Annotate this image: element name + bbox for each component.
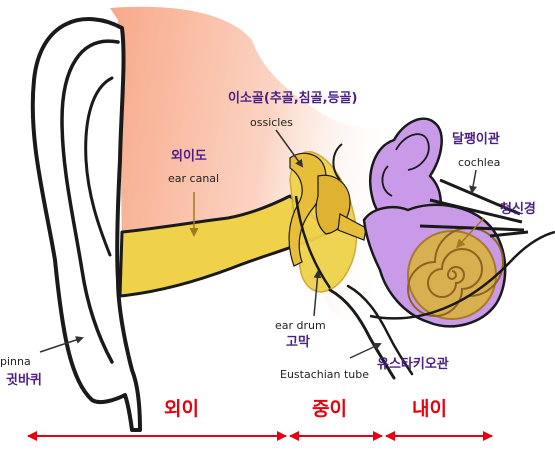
skull-outline-right <box>369 230 555 320</box>
cochlea-spiral <box>407 227 504 317</box>
ossicles-label-korean: 이소골(추골,침골,등골) <box>228 91 358 106</box>
ear-canal-label-korean: 외이도 <box>171 149 207 164</box>
pinna-outline <box>30 17 142 432</box>
arrow-ear-drum <box>313 270 322 317</box>
auditory-nerve-1 <box>439 178 521 216</box>
ear-drum-label-korean: 고막 <box>286 335 310 350</box>
arrow-eustachian <box>349 342 382 359</box>
eustachian-tube-label: Eustachian tube <box>280 368 370 381</box>
middle-ear-section-label: 중이 <box>312 398 347 420</box>
canal-loop-1 <box>395 133 430 171</box>
arrow-spiral <box>455 217 485 249</box>
pinna-label: pinna <box>0 355 31 368</box>
eustachian-tube-wall <box>346 284 414 376</box>
auditory-nerve-2 <box>429 198 523 224</box>
ossicles-label: ossicles <box>250 116 293 129</box>
auditory-nerve-4 <box>489 230 529 238</box>
pinna-label-korean: 귓바퀴 <box>6 373 42 388</box>
auditory-nerve-3 <box>419 224 525 232</box>
inner-ear-section-label: 내이 <box>412 398 447 420</box>
eustachian-tube-label-korean: 유스타키오관 <box>377 357 449 372</box>
arrow-pinna <box>39 336 84 353</box>
arrow-cochlea <box>469 169 478 194</box>
ossicles-malleus <box>288 152 327 267</box>
ear-canal-label: ear canal <box>168 172 220 185</box>
cochlea-label-korean: 달팽이관 <box>452 132 500 147</box>
skull-outline-upper <box>332 143 343 181</box>
arrow-ossicles <box>275 129 304 168</box>
ossicles-stapes <box>337 213 367 241</box>
outer-ear-section-label: 외이 <box>164 398 199 420</box>
pinna-inner-fold <box>60 39 120 364</box>
pinna-antihelix <box>84 76 114 257</box>
ear-drum-label: ear drum <box>275 319 326 332</box>
eustachian-tube <box>328 288 396 380</box>
auditory-nerve-label-korean: 청신경 <box>500 202 536 217</box>
cochlea-label: cochlea <box>458 156 501 169</box>
canal-loop-2 <box>381 165 393 197</box>
ear-drum <box>294 195 332 289</box>
